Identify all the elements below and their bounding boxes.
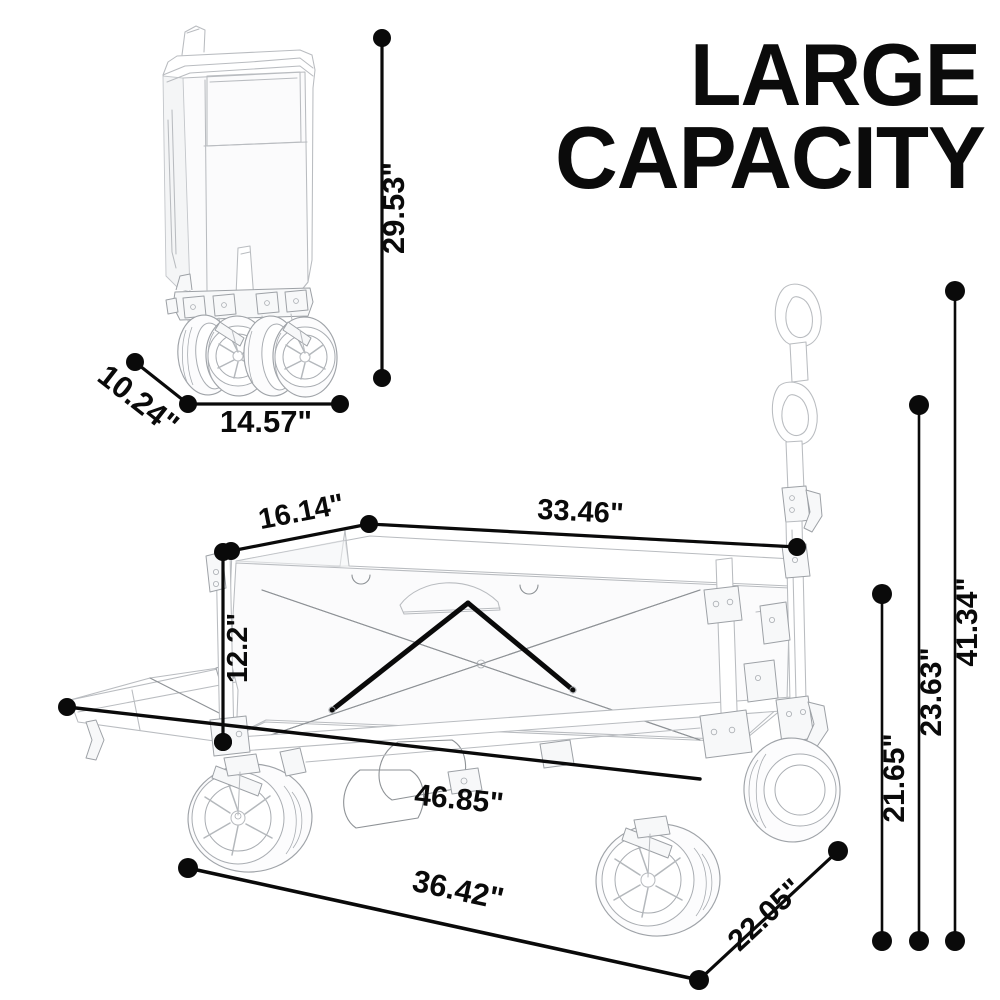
dimension-endpoint-dot — [178, 858, 198, 878]
dimension-label-open-bed-length: 46.85" — [413, 778, 505, 820]
headline-group: LARGE CAPACITY — [555, 25, 986, 207]
folded-wagon-view — [162, 25, 338, 398]
dimension-label-open-base-length: 36.42" — [409, 863, 507, 916]
dimension-endpoint-dot — [214, 543, 232, 561]
dimension-label-open-bed-height: 21.65" — [878, 733, 911, 822]
dimension-endpoint-dot — [331, 395, 349, 413]
dimension-label-open-handle-height: 41.34" — [951, 577, 984, 666]
dimension-folded-width: 14.57" — [186, 395, 349, 439]
dimension-endpoint-dot — [909, 931, 929, 951]
dimension-label-folded-width: 14.57" — [220, 404, 312, 439]
dimension-open-handle-height: 41.34" — [945, 281, 984, 951]
dimension-label-open-base-width: 22.05" — [722, 873, 810, 958]
dimension-endpoint-dot — [373, 369, 391, 387]
dimension-open-inner-length: 33.46" — [367, 494, 806, 556]
dimension-open-base-width: 22.05" — [697, 841, 848, 982]
dimension-label-open-side-height: 23.63" — [915, 647, 948, 736]
wheel-front-right — [595, 815, 721, 937]
dimension-open-bed-length: 46.85" — [58, 698, 702, 821]
dimension-endpoint-dot — [945, 931, 965, 951]
wheel-front-left — [187, 753, 313, 873]
dimension-endpoint-dot — [872, 931, 892, 951]
dimension-endpoint-dot — [945, 281, 965, 301]
dimension-label-open-inner-height: 12.2" — [222, 613, 254, 683]
dimension-endpoint-dot — [373, 29, 391, 47]
dimension-open-side-height: 23.63" — [909, 395, 948, 951]
dimension-open-bed-height: 21.65" — [872, 584, 911, 951]
wheel-rear-left — [343, 769, 425, 829]
telescoping-handle — [743, 283, 829, 809]
wheel-rear-right — [743, 737, 841, 843]
headline-line-2: CAPACITY — [555, 108, 985, 207]
dimension-label-folded-height: 29.53" — [376, 162, 411, 254]
dimension-endpoint-dot — [214, 733, 232, 751]
dimension-endpoint-dot — [909, 395, 929, 415]
dimension-endpoint-dot — [126, 353, 144, 371]
folded-wheel-front-right — [272, 316, 338, 398]
dimension-label-open-inner-length: 33.46" — [537, 494, 625, 530]
dimension-endpoint-dot — [788, 538, 806, 556]
dimension-label-open-inner-depth: 16.14" — [256, 488, 347, 536]
dimension-endpoint-dot — [828, 841, 848, 861]
dimension-endpoint-dot — [872, 584, 892, 604]
headline-line-1: LARGE — [690, 25, 980, 124]
dimension-endpoint-dot — [58, 698, 76, 716]
open-wagon-view — [69, 283, 841, 937]
dimension-folded-height: 29.53" — [373, 29, 411, 387]
